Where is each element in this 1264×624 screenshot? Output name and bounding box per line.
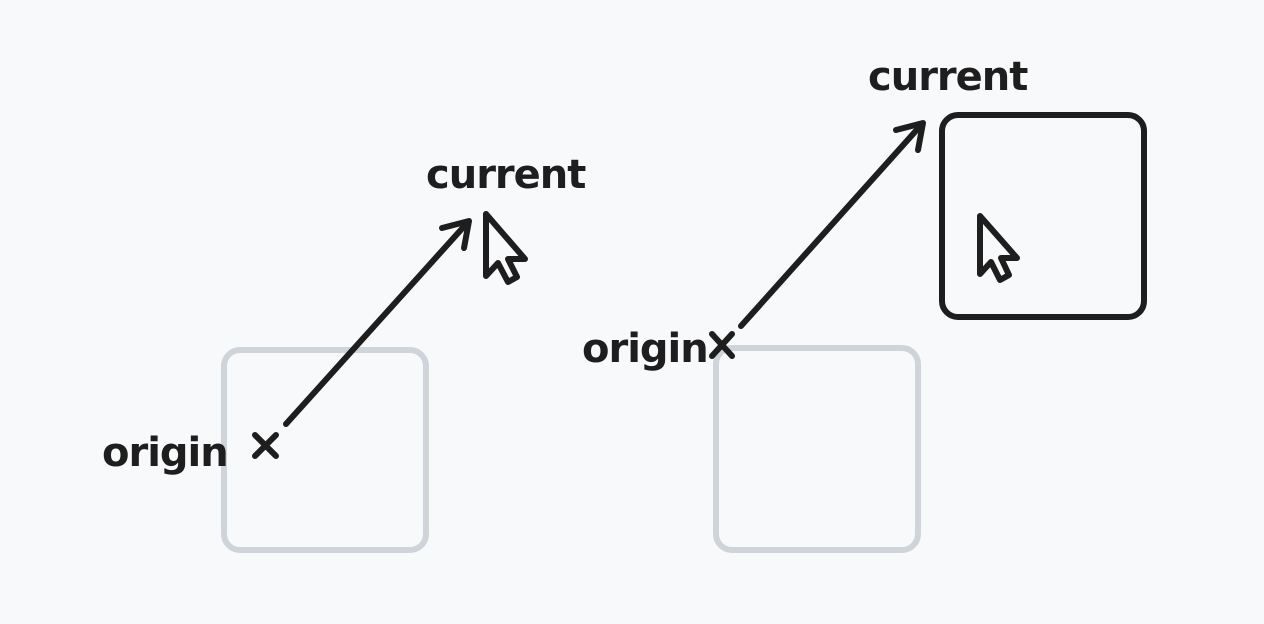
- drag-arrow: [283, 218, 472, 427]
- panel-left: origin current: [102, 152, 587, 553]
- cursor-arrow-icon: [977, 213, 1020, 283]
- origin-label: origin: [582, 326, 708, 372]
- origin-label: origin: [102, 430, 228, 476]
- moved-element-box: [939, 112, 1147, 320]
- panel-right: origin current: [582, 54, 1147, 553]
- ghost-element-box: [221, 347, 429, 553]
- current-label: current: [426, 152, 586, 198]
- drag-arrow: [738, 120, 926, 329]
- origin-cross-icon: [252, 432, 279, 459]
- origin-cross-icon: [709, 331, 735, 359]
- current-label: current: [868, 54, 1028, 100]
- ghost-element-box: [713, 345, 921, 553]
- cursor-arrow-icon: [483, 211, 528, 285]
